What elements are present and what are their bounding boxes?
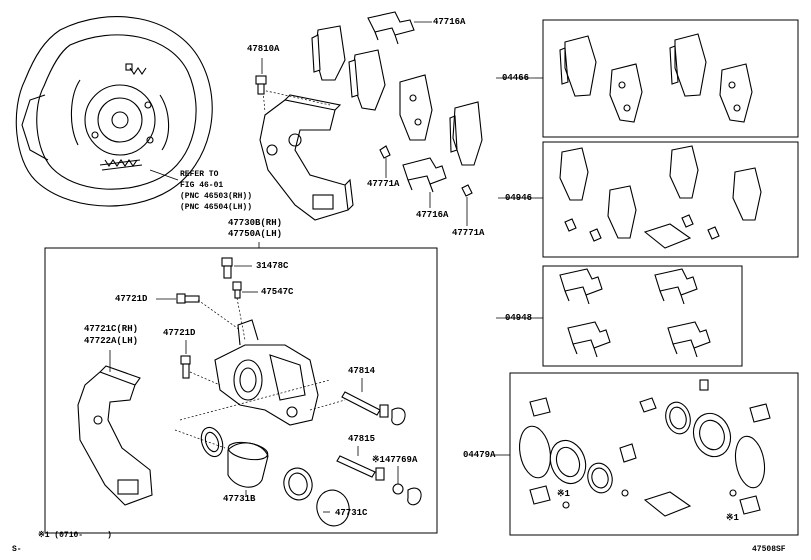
upper-caliper-bracket: [259, 79, 354, 221]
refer-note-line3: (PNC 46503(RH)): [180, 192, 253, 201]
label-47815: 47815: [348, 434, 376, 444]
kit-04479a-parts: [519, 379, 771, 517]
piston-boot: [283, 467, 313, 501]
label-mark1-right: ※1: [726, 513, 739, 523]
label-mark1-left: ※1: [557, 489, 570, 499]
footer-prefix: S-: [12, 545, 22, 554]
refer-note-line2: FIG 46-01: [180, 181, 224, 190]
refer-note-line4: (PNC 46504(LH)): [180, 203, 253, 212]
piston-47731b: [227, 441, 269, 496]
label-04948: 04948: [505, 313, 533, 323]
bolt-47810a: [255, 58, 267, 95]
kit-04466-parts: [559, 33, 753, 123]
label-47750a: 47750A(LH): [228, 229, 283, 239]
footer-note: ※1 (0710- ): [38, 531, 112, 540]
label-47771a-left: 47771A: [367, 179, 400, 189]
label-47814: 47814: [348, 366, 376, 376]
label-47731c: 47731C: [335, 508, 368, 518]
pin-47815: [336, 446, 385, 481]
kit-04948-parts: [559, 268, 711, 358]
label-04479a: 04479A: [463, 450, 496, 460]
piston-seal: [200, 426, 224, 458]
refer-note-line1: REFER TO: [180, 170, 219, 179]
label-47769a: ※147769A: [372, 455, 418, 465]
label-47810a: 47810A: [247, 44, 280, 54]
lower-caliper-bracket: [77, 350, 153, 506]
label-47716a-bottom: 47716A: [416, 210, 449, 220]
label-47771a-right: 47771A: [452, 228, 485, 238]
footer-code: 47508SF: [752, 545, 786, 554]
bushing-47769a: [392, 466, 422, 506]
label-47721c: 47721C(RH): [84, 324, 139, 334]
kit-04946-parts: [559, 145, 762, 249]
label-04946: 04946: [505, 193, 533, 203]
label-47731b: 47731B: [223, 494, 256, 504]
pin-47814: [341, 378, 406, 426]
dust-shield-assembly: [15, 16, 213, 207]
caliper-assembly-box: [44, 247, 438, 534]
label-47716a-top: 47716A: [433, 17, 466, 27]
brake-pads-upper: [311, 25, 483, 166]
caliper-body: [214, 319, 319, 426]
bolt-47721d-b: [180, 340, 221, 386]
kit-box-04466: [542, 19, 799, 138]
cylinder-boot-47731c: [316, 489, 350, 527]
clip-47771a-left: [379, 145, 391, 178]
label-47722a: 47722A(LH): [84, 336, 139, 346]
kit-box-04479a: [509, 372, 799, 536]
pad-support-plate-bottom: [402, 157, 447, 208]
label-47730b: 47730B(RH): [228, 218, 283, 228]
label-04466: 04466: [502, 73, 530, 83]
label-47547c: 47547C: [261, 287, 294, 297]
kit-box-04946: [542, 141, 799, 258]
bolt-47721d-a: [156, 293, 241, 331]
bleeder-31478c: [221, 257, 252, 279]
cap-47547c: [232, 281, 258, 341]
clip-47771a-right: [461, 184, 473, 226]
label-47721d-a: 47721D: [115, 294, 148, 304]
label-47721d-b: 47721D: [163, 328, 196, 338]
pad-support-plate-top: [367, 11, 432, 45]
label-31478c: 31478C: [256, 261, 289, 271]
kit-box-04948: [542, 265, 743, 367]
